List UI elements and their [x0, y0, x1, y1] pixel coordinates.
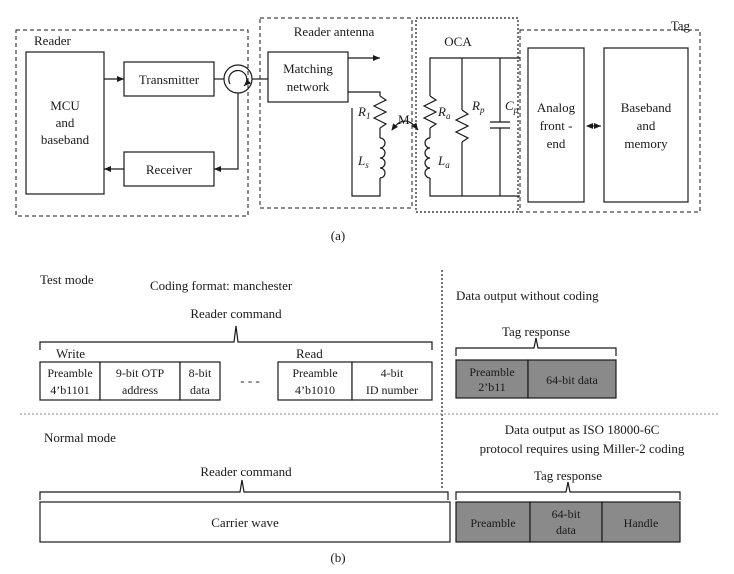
normal-tag-cell-2-line-1: 64-bit [552, 507, 581, 521]
carrier-wave-bar [39, 501, 451, 543]
write-cell-1-line-1: Preamble [47, 366, 92, 380]
baseband-line-2: and [637, 118, 656, 133]
mutual-inductance-arrow [391, 120, 419, 131]
reader-antenna-label: Reader antenna [294, 24, 375, 39]
tag-response-test-brace [455, 337, 617, 356]
normal-tag-cell-1-line-1: Preamble [470, 516, 515, 530]
test-mode-label: Test mode [40, 272, 94, 287]
reader-command-brace [39, 325, 433, 350]
matching-network-block [267, 51, 349, 103]
normal-mode-label: Normal mode [44, 430, 116, 445]
write-cell-1-line-2: 4’b1101 [50, 383, 90, 397]
antenna-return-wire [351, 108, 381, 197]
ls-label: Ls [357, 153, 369, 170]
oca-label: OCA [444, 34, 472, 49]
coding-format-label: Coding format: manchester [150, 278, 293, 293]
read-cell-2-line-2: ID number [366, 383, 418, 397]
reader-command-normal-brace [39, 479, 449, 500]
block-diagram: Reader MCU and baseband Transmitter Rece… [15, 17, 701, 243]
oca-bottom-wire [429, 178, 520, 197]
mcu-block [25, 51, 105, 195]
write-cell-3-line-2: data [190, 383, 211, 397]
analog-line-3: end [547, 136, 566, 151]
baseband-memory-block [603, 47, 689, 203]
data-output-normal-line-2: protocol requires using Miller-2 coding [480, 441, 685, 456]
matching-line-1: Matching [283, 61, 333, 76]
test-tag-cell-preamble [455, 359, 529, 399]
ls-inductor [379, 137, 386, 179]
ra-label: Ra [437, 104, 451, 121]
read-cell-2-line-1: 4-bit [381, 366, 404, 380]
baseband-line-3: memory [624, 136, 668, 151]
protocol-diagram: Test mode Coding format: manchester Read… [20, 270, 720, 565]
write-cell-preamble [39, 361, 101, 401]
test-tag-cell-1-line-2: 2’b11 [478, 380, 506, 394]
reader-label: Reader [34, 33, 71, 48]
rp-label: Rp [471, 98, 485, 115]
reader-antenna-region [259, 17, 413, 209]
analog-front-end-block [527, 47, 585, 203]
read-label: Read [296, 346, 323, 361]
receiver-block [123, 151, 215, 187]
read-cell-id [351, 361, 433, 401]
caption-b: (b) [330, 550, 345, 565]
la-label: La [437, 153, 450, 170]
ellipsis-dashes: - - - [240, 373, 260, 388]
r1-label: R1 [357, 104, 370, 121]
reader-command-normal-label: Reader command [200, 464, 292, 479]
transmitter-block [123, 61, 215, 97]
test-tag-cell-2-line-1: 64-bit data [546, 373, 598, 387]
caption-a: (a) [331, 228, 345, 243]
test-tag-cell-1-line-1: Preamble [469, 365, 514, 379]
write-label: Write [56, 346, 85, 361]
tag-response-test-label: Tag response [502, 324, 570, 339]
cp-label: Cp [505, 98, 519, 115]
reader-command-label: Reader command [190, 306, 282, 321]
la-inductor [424, 137, 431, 179]
receiver-label: Receiver [146, 162, 193, 177]
baseband-line-1: Baseband [621, 100, 672, 115]
oca-top-wire [429, 57, 520, 96]
antenna-top-wire [348, 91, 381, 96]
normal-tag-cell-data [529, 501, 603, 543]
read-cell-1-line-2: 4’b1010 [295, 383, 335, 397]
test-tag-cell-data [527, 359, 617, 399]
analog-line-2: front - [540, 118, 573, 133]
analog-line-1: Analog [537, 100, 576, 115]
data-output-test-label: Data output without coding [456, 288, 599, 303]
tag-response-normal-brace [455, 481, 681, 500]
mcu-line-1: MCU [50, 98, 80, 113]
mcu-line-3: baseband [41, 132, 90, 147]
ra-resistor [422, 95, 438, 129]
mcu-line-2: and [56, 115, 75, 130]
write-cell-data [179, 361, 221, 401]
circulator-arrow [228, 69, 252, 87]
normal-tag-cell-2-line-2: data [556, 523, 577, 537]
matching-line-2: network [287, 79, 330, 94]
data-output-normal-line-1: Data output as ISO 18000-6C [505, 422, 660, 437]
transmitter-label: Transmitter [139, 72, 200, 87]
r1-resistor [372, 95, 388, 129]
tag-response-normal-label: Tag response [534, 468, 602, 483]
carrier-wave-label: Carrier wave [211, 515, 279, 530]
mutual-inductance-label: M [398, 112, 410, 127]
normal-tag-cell-handle [601, 501, 681, 543]
rp-resistor [454, 109, 470, 143]
circulator-to-receiver-line [214, 93, 239, 172]
read-cell-preamble [277, 361, 353, 401]
write-cell-address [99, 361, 181, 401]
normal-tag-cell-preamble [455, 501, 531, 543]
read-cell-1-line-1: Preamble [292, 366, 337, 380]
write-cell-2-line-2: address [122, 383, 158, 397]
tag-region [519, 29, 701, 213]
write-cell-2-line-1: 9-bit OTP [116, 366, 165, 380]
normal-tag-cell-3-line-1: Handle [624, 516, 659, 530]
reader-region [15, 29, 249, 217]
write-cell-3-line-1: 8-bit [189, 366, 212, 380]
tag-label: Tag [671, 18, 691, 33]
